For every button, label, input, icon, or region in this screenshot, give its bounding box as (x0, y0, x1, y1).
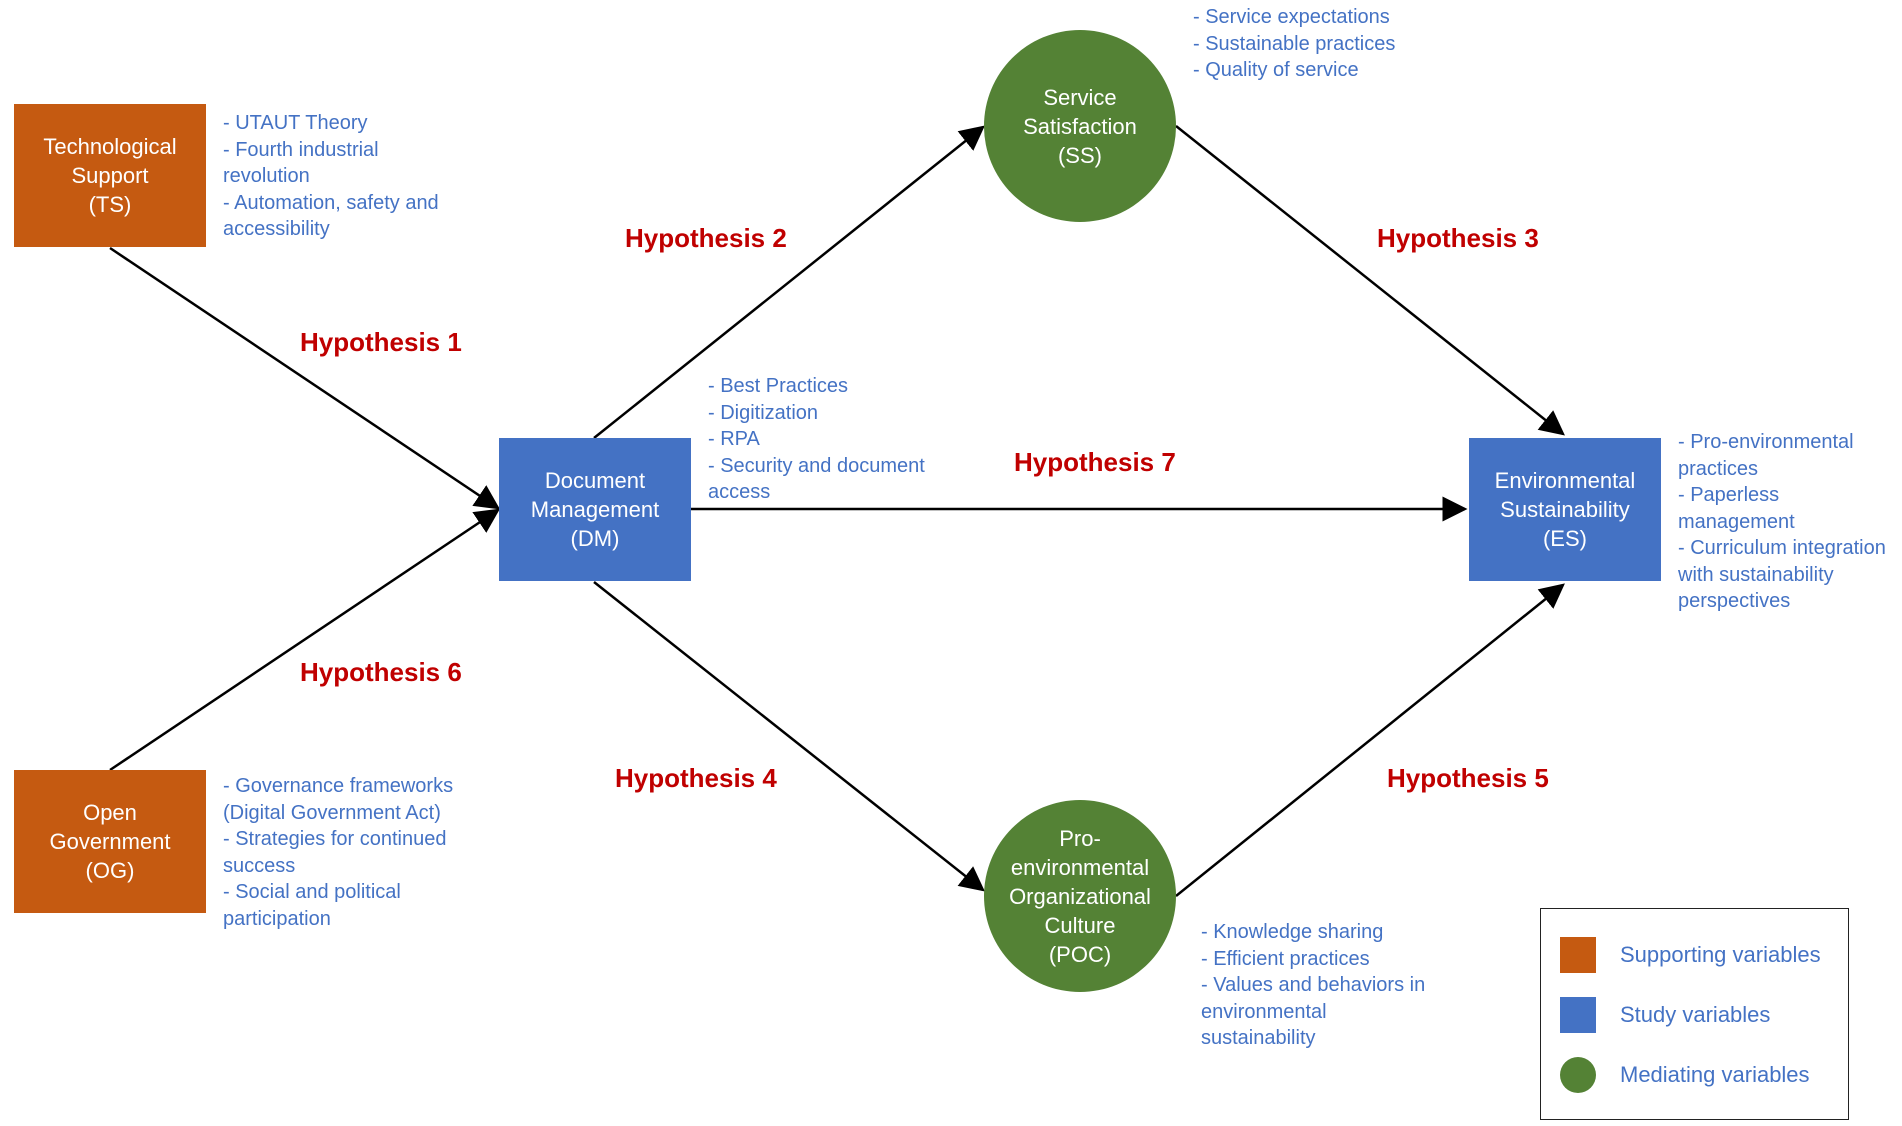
note-item: - Knowledge sharing (1201, 921, 1384, 943)
node-label-dm: Document Management (DM) (530, 468, 660, 551)
note-item: - Security and document access (708, 454, 925, 504)
hypothesis-6-label: Hypothesis 6 (300, 657, 462, 687)
note-item: - Paperless management (1678, 484, 1795, 533)
node-label-og: Open Government (OG) (49, 800, 171, 883)
node-environmental-sustainability: Environmental Sustainability (ES) (1469, 438, 1661, 581)
node-label-ss: Service Satisfaction (SS) (1023, 84, 1137, 168)
legend-item-study: Study variables (1560, 997, 1770, 1033)
note-item: - Strategies for continued success (223, 828, 447, 877)
note-item: - Curriculum integration with sustainabi… (1678, 537, 1886, 612)
legend-swatch-study (1560, 997, 1596, 1033)
arrow-ts-dm (109, 246, 501, 510)
note-item: - UTAUT Theory (223, 112, 368, 134)
notes-og: - Governance frameworks (Digital Governm… (223, 773, 468, 932)
notes-ts: - UTAUT Theory - Fourth industrial revol… (223, 110, 463, 243)
node-label-poc: Pro- environmental Organizational Cultur… (1009, 825, 1151, 967)
node-document-management: Document Management (DM) (499, 438, 691, 581)
notes-ss: - Service expectations - Sustainable pra… (1193, 4, 1443, 84)
notes-dm: - Best Practices - Digitization - RPA - … (708, 373, 943, 506)
note-item: - Social and political participation (223, 881, 401, 930)
arrow-og-dm (109, 508, 501, 772)
node-service-satisfaction: Service Satisfaction (SS) (984, 30, 1176, 222)
arrow-dm-ss (593, 125, 985, 439)
hypothesis-4-label: Hypothesis 4 (615, 763, 777, 793)
node-label-es: Environmental Sustainability (ES) (1494, 468, 1636, 551)
note-item: - Service expectations (1193, 6, 1390, 28)
note-item: - Automation, safety and accessibility (223, 191, 439, 241)
hypothesis-1-label: Hypothesis 1 (300, 327, 462, 357)
arrow-ss-es (1175, 125, 1565, 436)
notes-poc: - Knowledge sharing - Efficient practice… (1201, 919, 1426, 1052)
note-item: - Fourth industrial revolution (223, 138, 379, 188)
legend-label-mediating: Mediating variables (1620, 1062, 1810, 1087)
note-item: - Quality of service (1193, 59, 1359, 81)
note-item: - Sustainable practices (1193, 32, 1396, 55)
note-item: - Governance frameworks (Digital Governm… (223, 775, 454, 824)
node-technological-support: Technological Support (TS) (14, 104, 206, 247)
legend-swatch-supporting (1560, 937, 1596, 973)
legend-item-mediating: Mediating variables (1560, 1057, 1810, 1093)
legend-swatch-mediating (1560, 1057, 1596, 1093)
note-item: - RPA (708, 428, 760, 450)
arrow-poc-es (1175, 583, 1565, 897)
node-open-government: Open Government (OG) (14, 770, 206, 913)
note-item: - Digitization (708, 401, 819, 424)
legend-label-supporting: Supporting variables (1620, 942, 1821, 967)
legend-label-study: Study variables (1620, 1002, 1771, 1027)
arrow-dm-poc (593, 581, 985, 892)
node-label-ts: Technological Support (TS) (43, 134, 177, 217)
hypothesis-5-label: Hypothesis 5 (1387, 763, 1549, 793)
legend-item-supporting: Supporting variables (1560, 937, 1821, 973)
hypothesis-7-label: Hypothesis 7 (1014, 447, 1176, 477)
note-item: - Values and behaviors in environmental … (1201, 974, 1426, 1049)
legend: Supporting variables Study variables Med… (1540, 908, 1849, 1120)
note-item: - Best Practices (708, 375, 849, 397)
node-pro-environmental-culture: Pro- environmental Organizational Cultur… (984, 800, 1176, 992)
note-item: - Efficient practices (1201, 947, 1370, 970)
hypothesis-3-label: Hypothesis 3 (1377, 223, 1539, 253)
notes-es: - Pro-environmental practices - Paperles… (1678, 429, 1900, 615)
note-item: - Pro-environmental practices (1678, 431, 1854, 480)
hypothesis-2-label: Hypothesis 2 (625, 223, 787, 253)
